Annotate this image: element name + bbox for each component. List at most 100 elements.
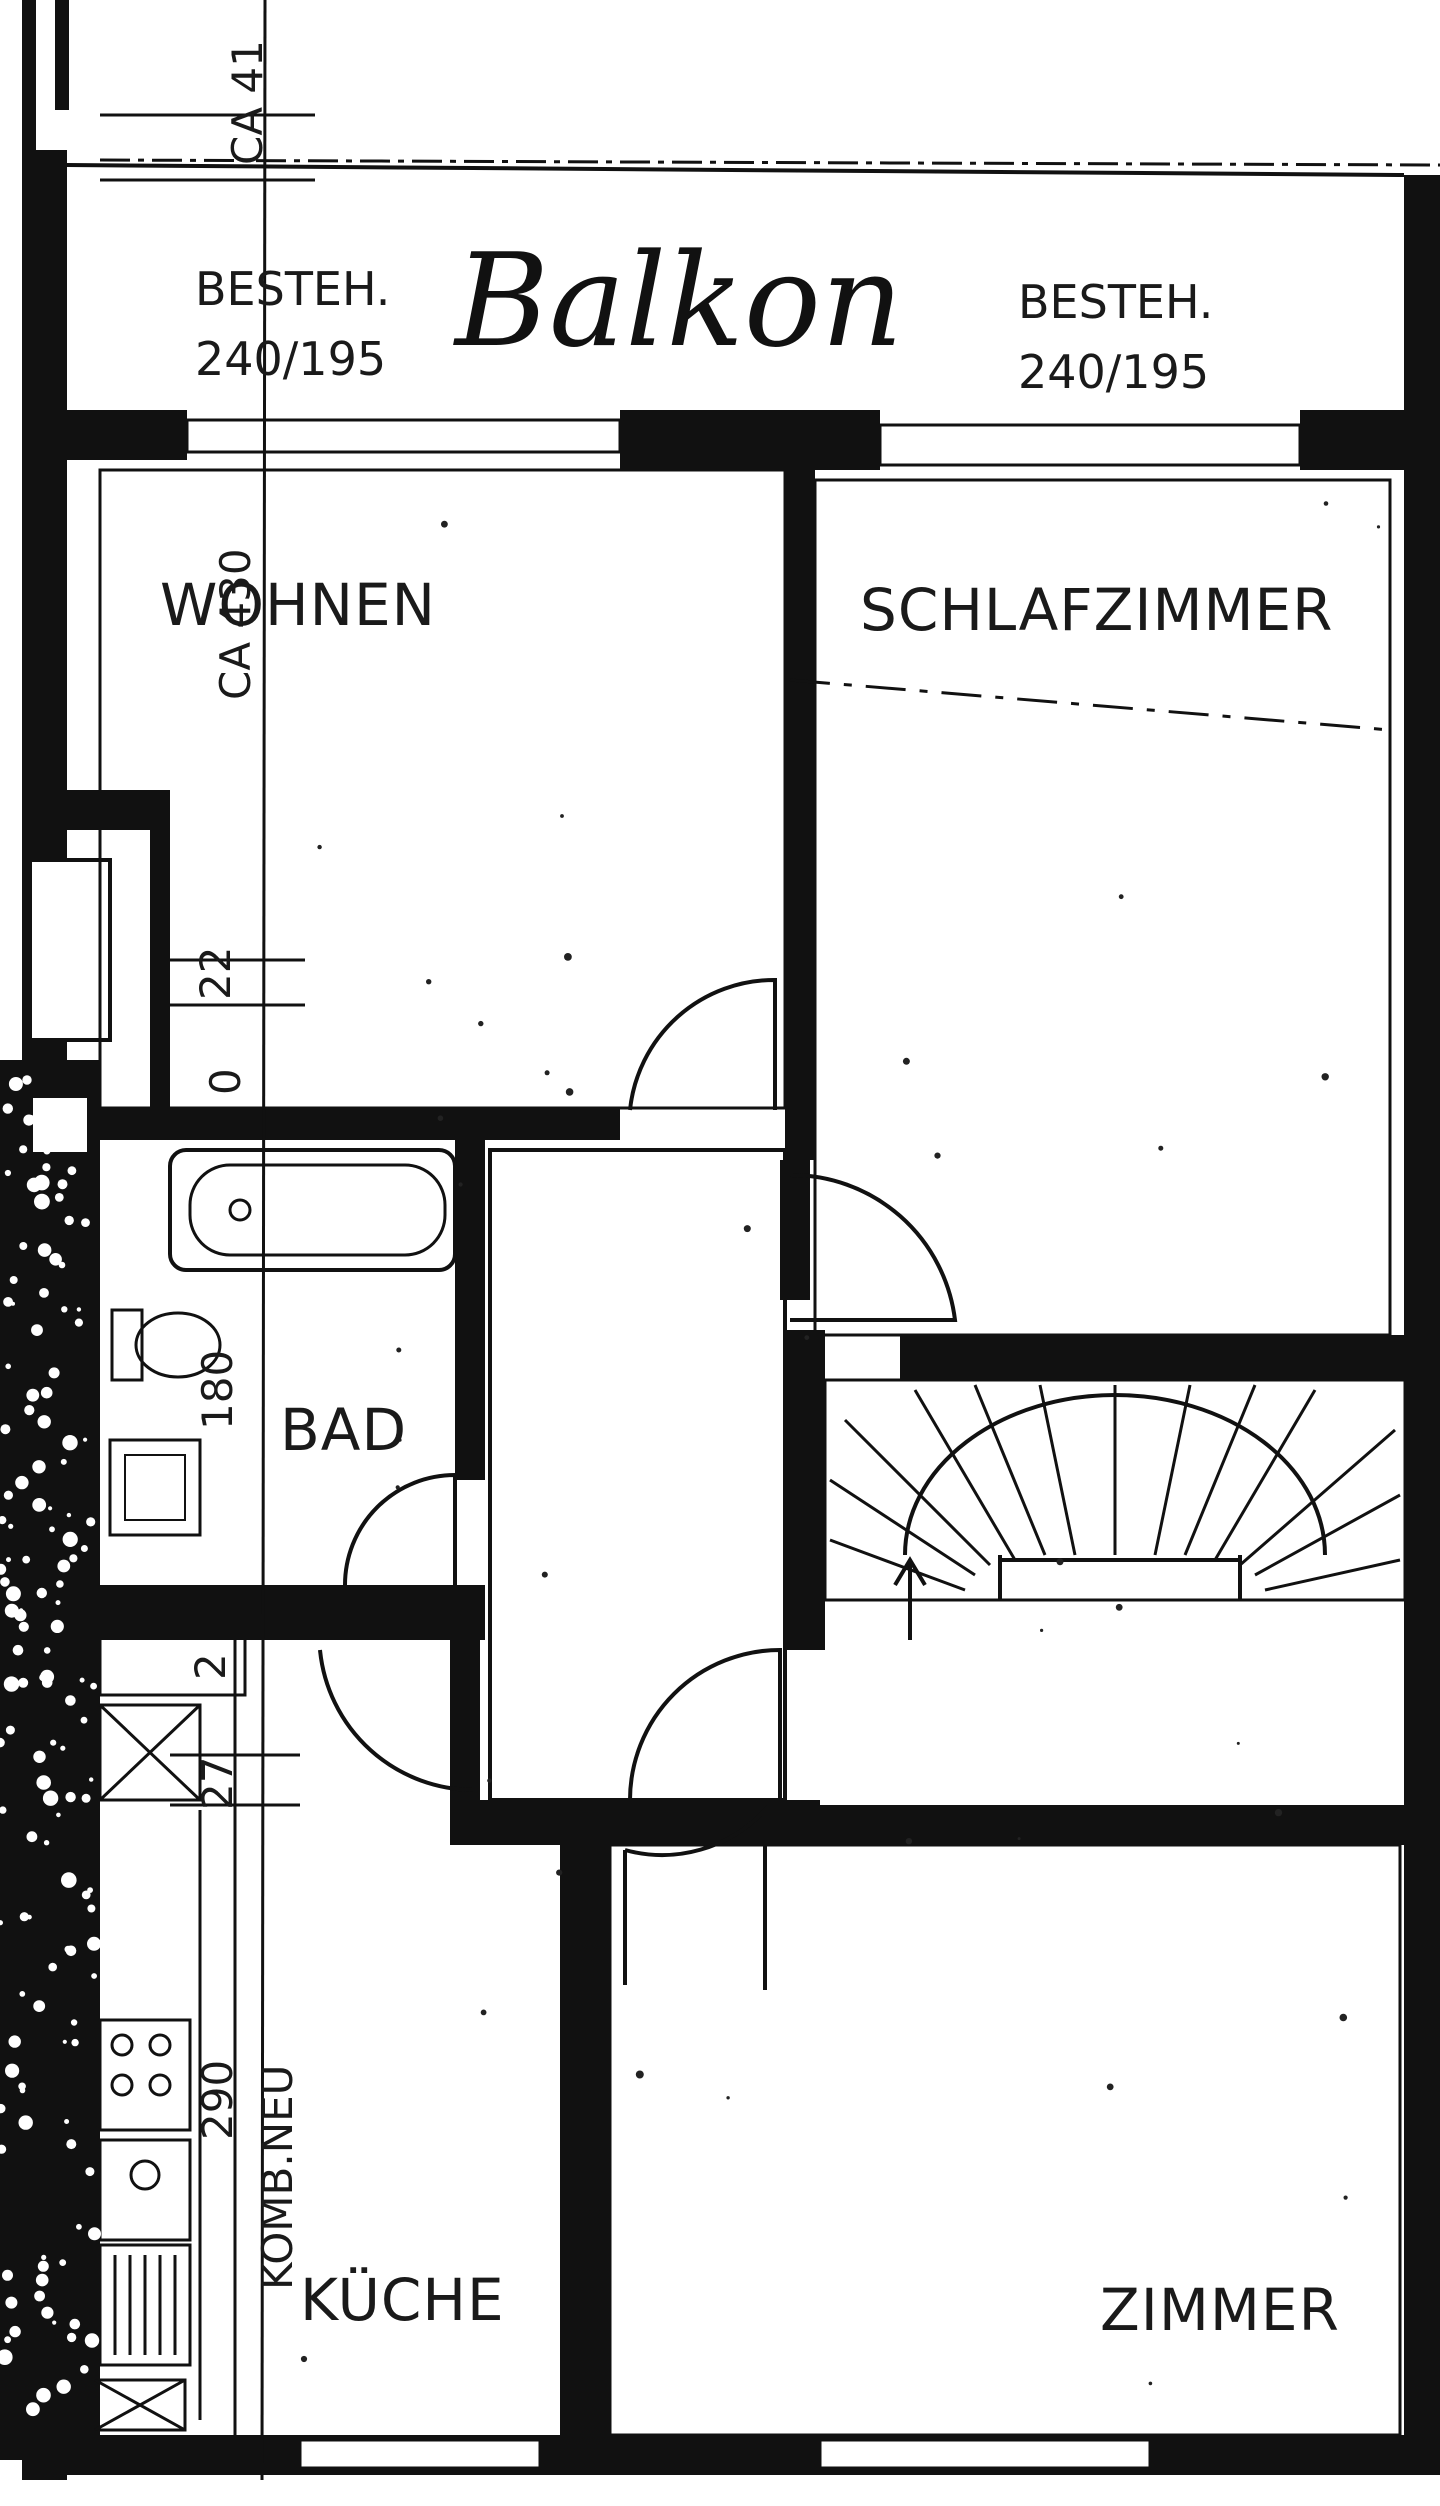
room-label-wohnen: WOHNEN: [160, 571, 436, 639]
noise-speck: [66, 2332, 77, 2343]
noise-speck: [41, 1677, 53, 1688]
corridor-wall-stair: [785, 1330, 825, 1650]
washbasin: [108, 1438, 202, 1537]
balcony-note-right-2: 240/195: [1018, 345, 1209, 399]
noise-speck: [480, 2009, 487, 2016]
noise-speck: [19, 1912, 29, 1922]
note-komb-neu: KOMB.NEU: [253, 2065, 302, 2290]
noise-speck: [37, 1415, 51, 1429]
noise-speck: [81, 1793, 91, 1803]
noise-speck: [437, 1115, 444, 1121]
noise-speck: [89, 1777, 94, 1782]
kitchen-cabinet: [98, 1703, 202, 1802]
noise-speck: [458, 1182, 463, 1187]
noise-speck: [18, 2115, 33, 2130]
stair-tread: [1239, 1428, 1396, 1567]
noise-speck: [1040, 1628, 1044, 1632]
noise-speck: [565, 1088, 574, 1096]
noise-speck: [65, 1695, 76, 1706]
noise-speck: [41, 2306, 54, 2319]
noise-speck: [15, 1475, 29, 1490]
noise-speck: [37, 1243, 52, 1257]
noise-speck: [398, 1438, 402, 1442]
noise-speck: [934, 1152, 941, 1159]
noise-speck: [54, 1193, 64, 1202]
noise-speck: [33, 1750, 46, 1764]
zimmer-outline: [608, 1843, 1402, 2437]
dimension-ca41: CA 41: [223, 40, 272, 165]
noise-speck: [1056, 1558, 1064, 1566]
noise-speck: [61, 1306, 68, 1313]
noise-speck: [478, 1020, 484, 1027]
stair-tread: [829, 1478, 976, 1577]
stair-tread: [1264, 1558, 1401, 1592]
room-label-schlafzimmer: SCHLAFZIMMER: [860, 576, 1333, 644]
noise-speck: [64, 2119, 70, 2124]
kitchen-cabinet-cross: [98, 1703, 202, 1802]
noise-speck: [1236, 1741, 1240, 1745]
noise-speck: [24, 1405, 35, 1416]
noise-speck: [37, 2260, 49, 2272]
left-exterior-mass: [0, 1060, 100, 2460]
stair-arrow-head: [893, 1556, 927, 1587]
noise-speck: [4, 1603, 19, 1618]
toilet-bowl: [134, 1311, 222, 1379]
zimmer-window: [818, 2438, 1152, 2470]
noise-speck: [1343, 2195, 1348, 2200]
noise-speck: [33, 2000, 46, 2012]
noise-speck: [22, 1075, 32, 1085]
noise-speck: [48, 1506, 53, 1511]
door-wohnen: [628, 977, 777, 1111]
wohnen-outline: [98, 468, 787, 1110]
noise-speck: [804, 1335, 810, 1340]
noise-speck: [81, 1890, 91, 1900]
noise-speck: [74, 1318, 83, 1327]
shaft-box: [27, 1092, 93, 1158]
noise-speck: [29, 1115, 34, 1120]
noise-speck: [3, 1490, 14, 1500]
end-unit-cross: [94, 2378, 186, 2432]
noise-speck: [8, 1077, 23, 1091]
right-exterior-wall: [1404, 175, 1440, 2475]
noise-speck: [2, 2269, 13, 2281]
noise-speck: [396, 1347, 402, 1353]
noise-speck: [87, 1887, 93, 1893]
kitchen-unit: [98, 1618, 247, 1697]
noise-speck: [66, 2139, 77, 2150]
noise-speck: [2, 1103, 13, 1114]
stair-tread: [1213, 1389, 1317, 1561]
balcony-wall-mid: [620, 410, 880, 470]
noise-speck: [88, 2227, 101, 2241]
staircase: [823, 1378, 1407, 1640]
wall-wohnen-schlaf: [785, 470, 815, 1160]
noise-speck: [66, 1512, 72, 1518]
noise-speck: [76, 2223, 82, 2230]
scan-noise: [0, 501, 1381, 2417]
dimension-ca430: CA 430: [211, 548, 260, 700]
noise-speck: [0, 2349, 13, 2365]
noise-speck: [1321, 1073, 1329, 1081]
room-label-bad: BAD: [280, 1396, 407, 1464]
dimension-22: 22: [191, 947, 240, 1000]
noise-speck: [564, 953, 572, 961]
noise-speck: [1017, 1837, 1021, 1841]
noise-speck: [19, 1991, 26, 1997]
noise-speck: [1274, 1808, 1283, 1817]
noise-speck: [50, 1619, 64, 1633]
noise-speck: [49, 1253, 62, 1266]
washbasin-bowl: [124, 1454, 186, 1521]
noise-speck: [541, 1571, 548, 1578]
noise-speck: [56, 2379, 71, 2394]
balcony-note-left-1: BESTEH.: [195, 262, 390, 316]
noise-speck: [36, 1775, 51, 1790]
noise-speck: [48, 1962, 57, 1972]
noise-speck: [1339, 2013, 1348, 2022]
noise-speck: [1376, 525, 1381, 529]
noise-speck: [8, 2035, 21, 2048]
room-label-zimmer: ZIMMER: [1100, 2276, 1340, 2344]
noise-speck: [32, 1460, 46, 1474]
door-zimmer: [624, 1804, 767, 1990]
top-left-post-2: [55, 0, 69, 110]
